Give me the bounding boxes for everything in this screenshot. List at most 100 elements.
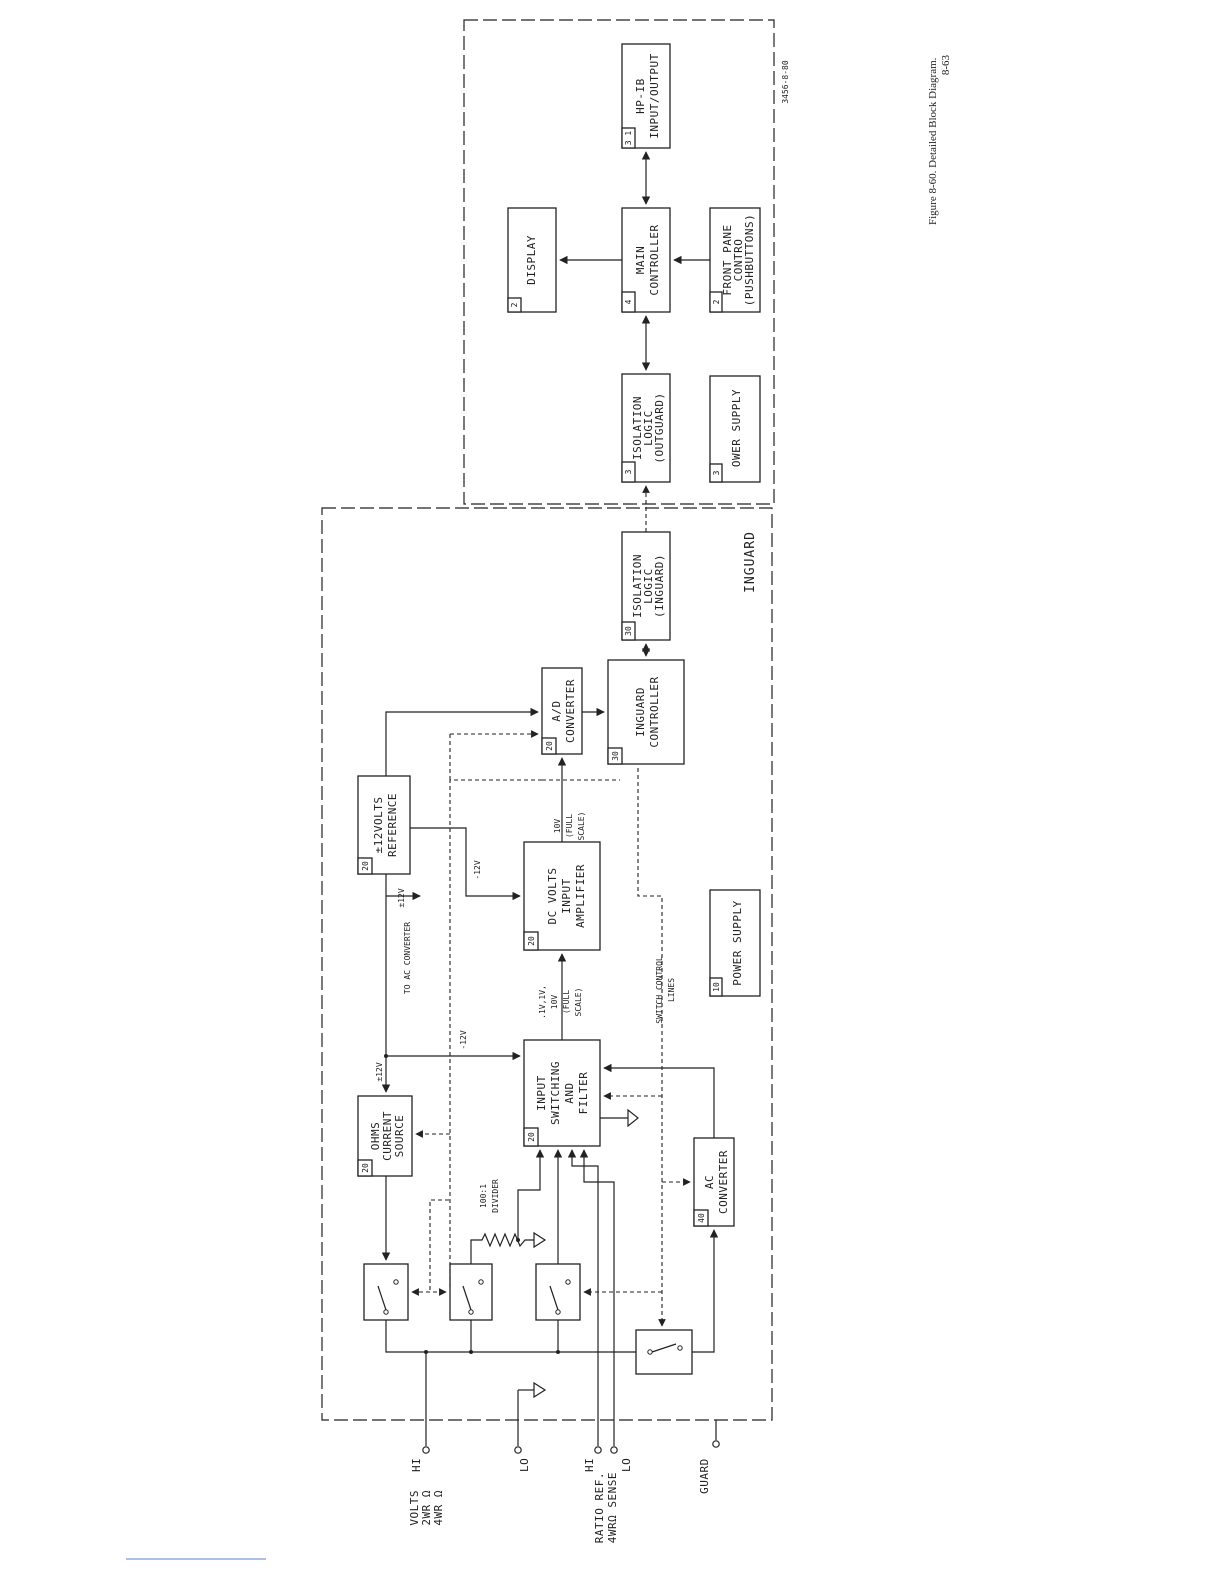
svg-text:40: 40 [697, 1213, 706, 1223]
svg-text:LOGIC: LOGIC [642, 568, 655, 604]
svg-text:.1V,1V,: .1V,1V, [538, 985, 547, 1019]
switch-control-line [637, 768, 666, 1327]
svg-text:±12VOLTS: ±12VOLTS [372, 797, 385, 854]
hpib-block: 3 1 HP-IB INPUT/OUTPUT [621, 43, 671, 149]
svg-text:AMPLIFIER: AMPLIFIER [574, 864, 587, 928]
plus-12v-label-a: ±12V [397, 888, 406, 907]
svg-text:SOURCE: SOURCE [393, 1115, 406, 1158]
svg-text:20: 20 [527, 936, 536, 946]
lo2-to-input [579, 1149, 615, 1420]
switch-3 [535, 1263, 581, 1321]
svg-text:CONVERTER: CONVERTER [564, 679, 577, 743]
svg-text:INPUT/OUTPUT: INPUT/OUTPUT [648, 53, 661, 138]
divider-tap-line [517, 1149, 545, 1240]
ad-converter-block: 20 A/D CONVERTER [541, 667, 583, 755]
minus-12v-label-b: -12V [459, 1030, 468, 1049]
to-ac-converter-label: TO AC CONVERTER [403, 922, 412, 994]
reference-block: 20 ±12VOLTS REFERENCE [357, 775, 411, 875]
ohms-current-source-block: 20 OHMS CURRENT SOURCE [357, 1095, 413, 1177]
terminal-hi-2: HI [583, 1420, 602, 1472]
svg-text:DC VOLTS: DC VOLTS [546, 868, 559, 925]
input-switching-block: 20 INPUT SWITCHING AND FILTER [523, 1039, 601, 1147]
svg-text:SWITCHING: SWITCHING [549, 1061, 562, 1125]
svg-text:MAIN: MAIN [634, 246, 647, 275]
svg-text:LOGIC: LOGIC [642, 410, 655, 446]
display-block: 2 DISPLAY [507, 207, 557, 313]
svg-text:10: 10 [712, 982, 721, 992]
svg-text:LINES: LINES [667, 978, 676, 1002]
inguard-label: INGUARD [743, 531, 758, 593]
svg-text:(FULL: (FULL [562, 990, 571, 1014]
ac-switch-to-ac [692, 1229, 719, 1353]
terminal-lo-1: LO [514, 1381, 547, 1472]
svg-text:INGUARD: INGUARD [634, 687, 647, 737]
svg-text:CONTRO: CONTRO [732, 239, 745, 282]
svg-text:20: 20 [361, 1163, 370, 1173]
svg-text:20: 20 [527, 1132, 536, 1142]
svg-text:(INGUARD): (INGUARD) [653, 554, 666, 618]
svg-text:CONVERTER: CONVERTER [717, 1150, 730, 1214]
hi2-to-input [567, 1149, 599, 1420]
svg-text:3: 3 [712, 470, 721, 475]
svg-text:3 1: 3 1 [624, 131, 633, 146]
svg-text:ISOLATION: ISOLATION [631, 396, 644, 460]
svg-text:OWER SUPPLY: OWER SUPPLY [730, 389, 743, 467]
svg-text:30: 30 [624, 626, 633, 636]
power-supply-inguard-block: 10 POWER SUPPLY [709, 889, 761, 997]
svg-text:AND: AND [563, 1082, 576, 1103]
switch-ac [635, 1329, 693, 1375]
svg-text:2: 2 [712, 299, 721, 304]
ac-converter-block: 40 AC CONVERTER [693, 1137, 735, 1227]
outguard-border [463, 19, 775, 505]
svg-text:CONTROLLER: CONTROLLER [648, 224, 661, 295]
minus-12v-label-a: -12V [473, 860, 482, 879]
svg-text:RATIO REF.: RATIO REF. [593, 1472, 606, 1543]
common-hi-bus [385, 1320, 636, 1353]
svg-text:4WR Ω: 4WR Ω [432, 1490, 445, 1526]
volts-group-label: VOLTS 2WR Ω 4WR Ω [408, 1490, 445, 1526]
svg-text:2WR Ω: 2WR Ω [420, 1490, 433, 1526]
dc-amplifier-block: 20 DC VOLTS INPUT AMPLIFIER [523, 841, 601, 951]
svg-text:HP-IB: HP-IB [634, 78, 647, 114]
main-controller-block: 4 MAIN CONTROLLER [621, 207, 671, 313]
svg-text:4: 4 [624, 299, 633, 304]
svg-text:10V: 10V [553, 819, 562, 834]
drawing-number: 3456-8-80 [781, 60, 790, 104]
svg-text:VOLTS: VOLTS [408, 1490, 421, 1526]
isolation-logic-inguard-block: 30 ISOLATION LOGIC (INGUARD) [621, 531, 671, 641]
svg-text:A/D: A/D [550, 700, 563, 721]
ref-to-ad-line [385, 707, 539, 776]
ratio-group-label: RATIO REF. 4WRΩ SENSE [593, 1472, 619, 1543]
terminal-lo-2: LO [610, 1420, 633, 1472]
svg-text:20: 20 [361, 861, 370, 871]
page-number: 8-63 [940, 55, 952, 76]
svg-text:REFERENCE: REFERENCE [386, 793, 399, 857]
svg-text:HI: HI [583, 1458, 596, 1472]
svg-text:(FULL: (FULL [565, 814, 574, 838]
ref-to-amp-line [410, 827, 521, 901]
power-supply-outguard-block: 3 OWER SUPPLY [709, 375, 761, 483]
svg-text:(OUTGUARD): (OUTGUARD) [653, 392, 666, 463]
svg-text:LO: LO [620, 1458, 633, 1472]
terminal-hi-1: HI [410, 1446, 430, 1472]
front-panel-block: 2 FRONT PANE CONTRO (PUSHBUTTONS) [709, 207, 761, 313]
svg-text:INPUT: INPUT [560, 878, 573, 914]
plus-12v-label-b: ±12V [375, 1062, 384, 1081]
svg-text:100:1: 100:1 [479, 1184, 488, 1208]
svg-text:HI: HI [410, 1458, 423, 1472]
svg-text:DISPLAY: DISPLAY [525, 235, 538, 285]
switch-2 [449, 1263, 493, 1321]
svg-text:FILTER: FILTER [577, 1072, 590, 1115]
svg-text:(PUSHBUTTONS): (PUSHBUTTONS) [743, 214, 756, 307]
isolation-logic-outguard-block: 3 ISOLATION LOGIC (OUTGUARD) [621, 373, 671, 483]
divider-path [470, 1232, 534, 1264]
svg-text:20: 20 [545, 741, 554, 751]
terminal-guard: GUARD [698, 1420, 720, 1494]
svg-text:ISOLATION: ISOLATION [631, 554, 644, 618]
svg-text:DIVIDER: DIVIDER [491, 1179, 500, 1213]
divider-ground [533, 1231, 547, 1249]
svg-text:OHMS: OHMS [369, 1122, 382, 1151]
switch-1 [363, 1263, 409, 1321]
svg-text:4WRΩ SENSE: 4WRΩ SENSE [606, 1472, 619, 1543]
